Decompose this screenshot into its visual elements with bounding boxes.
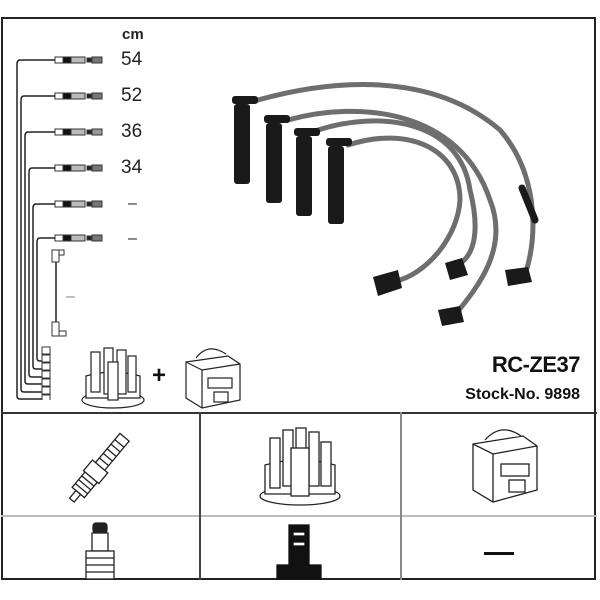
- product-code: RC-ZE37: [491, 352, 581, 377]
- cap-terminal-tower-icon: [276, 524, 322, 580]
- lead-schematic: [16, 56, 103, 400]
- ignition-coil-table-icon: [472, 429, 538, 503]
- no-item-dash: [484, 552, 514, 555]
- ignition-leads-illustration: [232, 82, 539, 326]
- ignition-coil-icon: [185, 348, 241, 409]
- coil-lead-length: –: [66, 288, 75, 305]
- table-top-divider: [1, 412, 597, 414]
- distributor-cap-table-icon: [259, 427, 341, 506]
- spark-plug-icon: [68, 432, 131, 503]
- table-col-divider-2: [400, 412, 402, 580]
- lead-length-1: 54: [121, 49, 143, 70]
- spark-plug-terminal-icon: [85, 522, 115, 580]
- lead-length-4: 34: [121, 157, 143, 178]
- connector-row: [41, 56, 103, 400]
- stock-number: Stock-No. 9898: [465, 386, 580, 403]
- lead-length-3: 36: [121, 121, 143, 142]
- unit-label: cm: [122, 26, 144, 43]
- table-row-divider: [1, 515, 597, 517]
- table-col-divider-1: [199, 412, 201, 580]
- distributor-cap-icon: [81, 347, 145, 409]
- lead-length-6: –: [128, 230, 137, 247]
- plus-sign: +: [152, 362, 167, 389]
- lead-length-2: 52: [121, 85, 143, 106]
- lead-length-5: –: [128, 195, 137, 212]
